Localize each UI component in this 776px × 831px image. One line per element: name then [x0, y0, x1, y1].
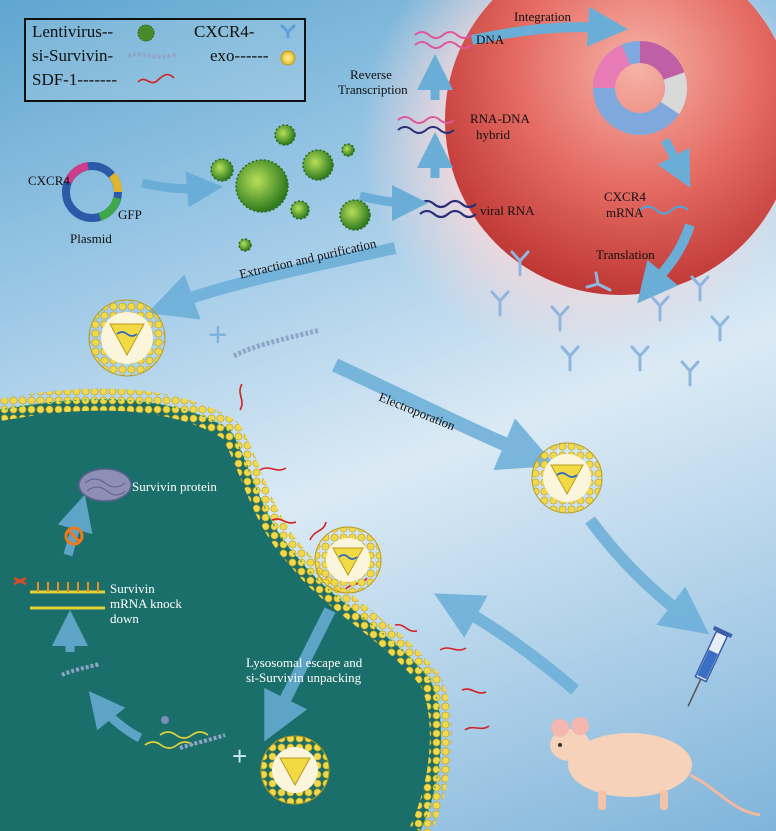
legend-si-survivin: si-Survivin-: [32, 46, 114, 65]
arrow-virus-to-cell: [359, 184, 428, 221]
label-hybrid: hybrid: [476, 127, 510, 142]
arrow-lysosomal-escape: [264, 607, 336, 742]
arrow-electroporation: [332, 358, 556, 471]
label-dna: DNA: [476, 32, 505, 47]
si-survivin-strand-1: [232, 327, 321, 359]
arrow-to-protein: [57, 494, 93, 557]
arrow-extraction: [147, 242, 397, 320]
arrow-plasmid-to-virus: [141, 171, 223, 208]
arrow-sirna-release: [88, 690, 143, 742]
arrow-mouse-to-cell: [434, 593, 579, 695]
label-survivin-protein: Survivin protein: [132, 479, 217, 494]
exosome-cxcr4: [88, 299, 166, 377]
arrow-to-syringe: [585, 516, 710, 635]
mrna-knockdown: [13, 576, 105, 610]
label-rna-dna: RNA-DNA: [470, 111, 530, 126]
label-knockdown-3: down: [110, 611, 139, 626]
label-cxcr4-mrna-2: mRNA: [606, 205, 644, 220]
cell-membrane: [0, 388, 452, 831]
label-viral-rna: viral RNA: [480, 203, 535, 218]
prohibited-icon: [64, 526, 84, 546]
cxcr4-mrna-strand: [639, 205, 689, 215]
label-reverse: Reverse: [350, 67, 392, 82]
arrow-to-mrna: [657, 137, 691, 188]
legend-exo-icon: [280, 50, 296, 66]
exosome-fusing: [314, 526, 382, 594]
legend: Lentivirus-- si-Survivin- SDF-1------- C…: [24, 18, 306, 102]
host-cell: [445, 0, 776, 295]
label-lysosomal-1: Lysosomal escape and: [246, 655, 363, 670]
rna-dna-hybrid-strands: [397, 116, 455, 134]
plasmid-ring: [62, 162, 122, 222]
exosome-loaded: [531, 442, 603, 514]
syringe: [687, 625, 733, 707]
legend-sdf1: SDF-1-------: [32, 70, 117, 89]
genome-donut: [593, 40, 688, 135]
exosome-empty: [260, 735, 330, 805]
arrow-translation: [637, 223, 695, 304]
mouse: [550, 717, 761, 817]
label-knockdown-2: mRNA knock: [110, 596, 182, 611]
legend-lentivirus: Lentivirus--: [32, 22, 114, 41]
label-knockdown-1: Survivin: [110, 581, 155, 596]
label-plasmid: Plasmid: [70, 231, 112, 246]
label-cxcr4-mrna-1: CXCR4: [604, 189, 646, 204]
label-integration: Integration: [514, 9, 572, 24]
legend-symbols: [127, 23, 297, 84]
scissors-icon: [13, 576, 27, 586]
released-sirna: [144, 716, 226, 750]
legend-sdf1-icon: [137, 73, 175, 84]
cxcr4-receptors: [490, 250, 730, 387]
viral-rna-strands: [419, 199, 477, 219]
label-cxcr4-plasmid: CXCR4: [28, 173, 70, 188]
legend-virus-icon: [137, 24, 155, 42]
survivin-protein: [78, 468, 132, 502]
si-survivin-strand-2: [61, 662, 101, 677]
plus-sign-1: +: [208, 316, 228, 354]
legend-cxcr4-icon: [279, 23, 297, 38]
legend-cxcr4: CXCR4-: [194, 22, 255, 41]
lentivirus-cluster: [210, 124, 371, 252]
label-translation: Translation: [596, 247, 655, 262]
legend-exo: exo------: [210, 46, 269, 65]
dna-strands: [414, 31, 472, 49]
label-transcription: Transcription: [338, 82, 408, 97]
plus-sign-2: +: [232, 741, 247, 771]
legend-sirna-icon: [127, 52, 177, 59]
label-gfp: GFP: [118, 207, 142, 222]
label-lysosomal-2: si-Survivin unpacking: [246, 670, 362, 685]
arrow-integration: [470, 6, 628, 47]
